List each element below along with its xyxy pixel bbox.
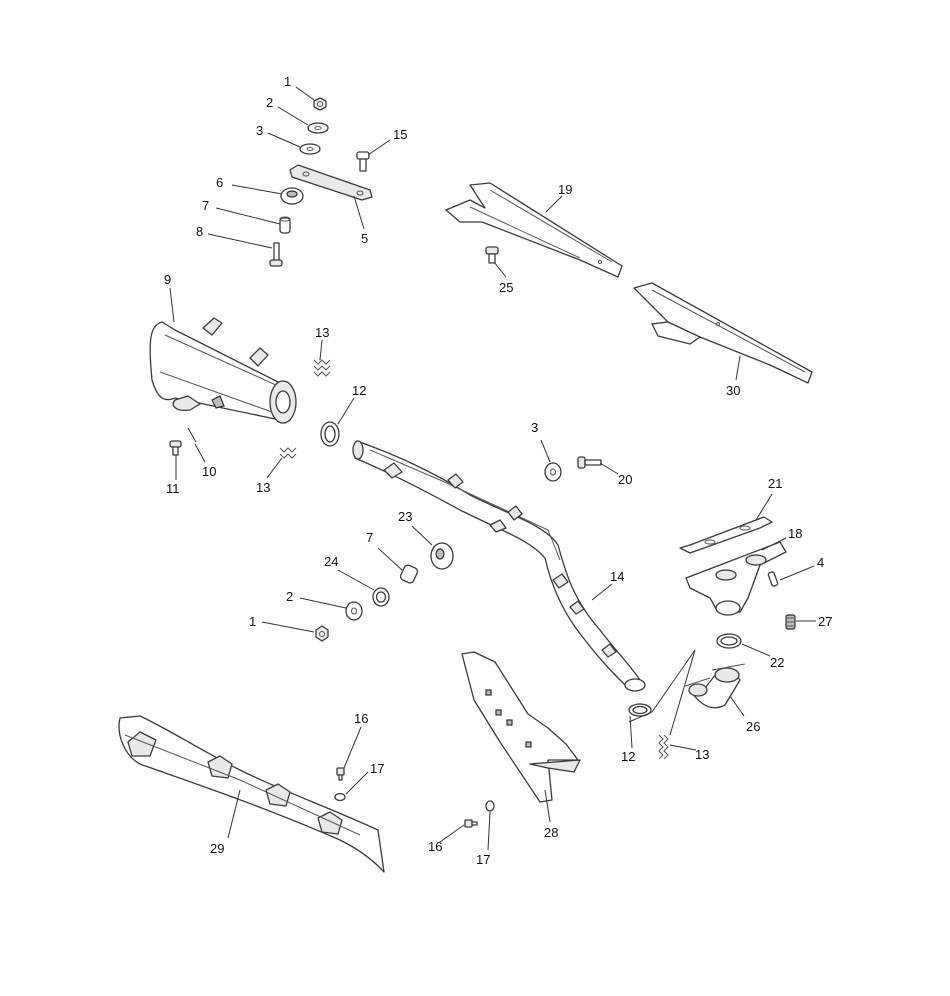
callout-6: 6 (216, 175, 223, 190)
callout-13: 13 (256, 480, 270, 495)
callout-25: 25 (499, 280, 513, 295)
part-7-sleeve-mid (399, 564, 419, 584)
callout-16: 16 (354, 711, 368, 726)
callout-24: 24 (324, 554, 338, 569)
part-16-bolt-a (336, 767, 345, 781)
part-7-sleeve-top (279, 216, 291, 234)
callout-19: 19 (558, 182, 572, 197)
part-8-bolt (269, 242, 283, 267)
callout-21: 21 (768, 476, 782, 491)
callout-27: 27 (818, 614, 832, 629)
part-30-heat-shield (633, 282, 813, 384)
callout-30: 30 (726, 383, 740, 398)
part-6-grommet (280, 187, 304, 205)
part-26-elbow-pipe (684, 663, 746, 709)
part-14-exhaust-pipe (352, 440, 646, 692)
callout-9: 9 (164, 272, 171, 287)
callout-16: 16 (428, 839, 442, 854)
callout-1: 1 (284, 74, 291, 89)
callout-2: 2 (266, 95, 273, 110)
callout-7: 7 (202, 198, 209, 213)
callout-15: 15 (393, 127, 407, 142)
part-23-grommet (430, 542, 454, 570)
part-13-spring-a (313, 359, 331, 377)
callout-11: 11 (166, 481, 180, 496)
callout-28: 28 (544, 825, 558, 840)
part-18-exhaust-manifold (685, 541, 787, 616)
callout-4: 4 (817, 555, 824, 570)
callout-29: 29 (210, 841, 224, 856)
callout-13: 13 (315, 325, 329, 340)
part-13-spring-b (279, 447, 297, 459)
callout-10: 10 (202, 464, 216, 479)
callout-20: 20 (618, 472, 632, 487)
callout-12: 12 (621, 749, 635, 764)
part-15-bolt (356, 151, 370, 172)
callout-labels: 1 2 3 15 6 7 8 5 19 25 30 9 13 12 10 11 … (164, 74, 832, 867)
part-17-washer-a (334, 792, 346, 802)
callout-22: 22 (770, 655, 784, 670)
callout-13: 13 (695, 747, 709, 762)
callout-18: 18 (788, 526, 802, 541)
part-27-spring (785, 614, 796, 630)
part-13-spring-c (658, 734, 669, 760)
part-16-bolt-b (464, 819, 478, 828)
callout-17: 17 (476, 852, 490, 867)
part-29-heat-shield (118, 715, 385, 873)
callout-14: 14 (610, 569, 624, 584)
part-3-washer-top (299, 143, 321, 155)
callout-8: 8 (196, 224, 203, 239)
leader-lines (169, 86, 816, 851)
callout-3: 3 (256, 123, 263, 138)
part-22-gasket (716, 633, 742, 649)
part-9-muffler (149, 317, 297, 424)
callout-12: 12 (352, 383, 366, 398)
part-4-stud (767, 571, 779, 587)
part-25-bolt (485, 246, 499, 264)
callout-7: 7 (366, 530, 373, 545)
callout-1: 1 (249, 614, 256, 629)
part-20-bolt (577, 456, 602, 469)
part-28-heat-shield (461, 651, 581, 803)
callout-2: 2 (286, 589, 293, 604)
part-2-washer-top (307, 122, 329, 134)
part-11-bolt (169, 440, 182, 456)
callout-23: 23 (398, 509, 412, 524)
part-24-washer (372, 587, 390, 607)
part-12-gasket-b (628, 703, 652, 717)
callout-17: 17 (370, 761, 384, 776)
part-1-nut-mid (315, 625, 329, 642)
callout-26: 26 (746, 719, 760, 734)
part-21-gasket (679, 516, 773, 554)
callout-5: 5 (361, 231, 368, 246)
part-1-nut-top (313, 97, 327, 111)
part-5-bracket (289, 164, 373, 201)
part-12-gasket-a (320, 421, 340, 447)
callout-3: 3 (531, 420, 538, 435)
part-17-washer-b (485, 800, 495, 812)
part-19-heat-shield (445, 182, 623, 278)
part-2-washer-mid (345, 601, 363, 621)
part-10-pin (187, 427, 197, 443)
part-3-washer-mid (544, 462, 562, 482)
